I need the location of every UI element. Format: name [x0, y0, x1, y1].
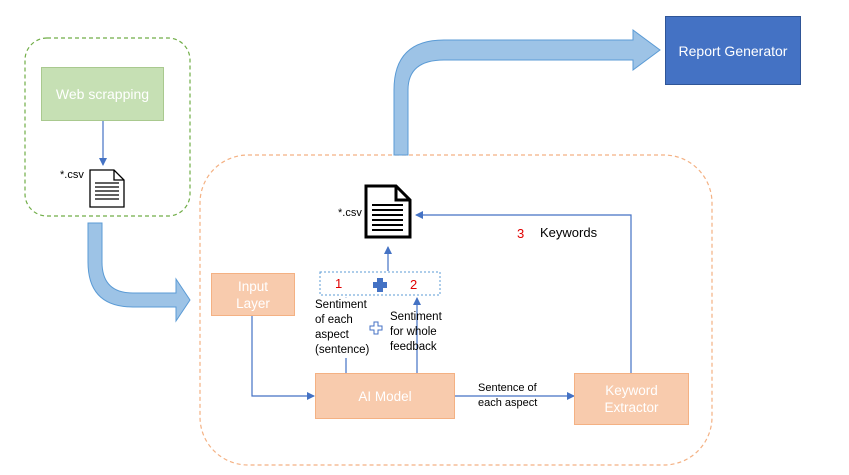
report-generator-node: Report Generator: [665, 16, 801, 85]
input-layer-label: Input Layer: [236, 278, 270, 311]
csv-label-center: *.csv: [338, 207, 362, 219]
keywords-label: Keywords: [540, 225, 598, 240]
sentiment-aspect-label: Sentiment of each aspect (sentence): [315, 298, 370, 358]
ai-model-label: AI Model: [358, 388, 412, 404]
plus-icon: [373, 278, 387, 292]
input-layer-node: Input Layer: [211, 273, 295, 316]
step-number-2: 2: [410, 277, 418, 292]
sentiment-combination-box: [319, 271, 441, 296]
small-plus-icon: [369, 321, 383, 335]
csv-label-left: *.csv: [60, 169, 84, 181]
csv-document-icon-left: [89, 169, 125, 208]
ai-model-node: AI Model: [315, 373, 455, 419]
keyword-extractor-label: Keyword Extractor: [604, 383, 659, 415]
step-number-1: 1: [335, 276, 343, 291]
pipeline-container: [199, 154, 713, 466]
connector-input-to-model: [251, 316, 315, 400]
keyword-extractor-node: Keyword Extractor: [574, 373, 689, 425]
scraping-container: [24, 37, 191, 217]
report-generator-label: Report Generator: [678, 42, 788, 59]
web-scrapping-node: Web scrapping: [41, 67, 164, 121]
connector-extractor-to-csv: [415, 211, 632, 373]
sentiment-whole-label: Sentiment for whole feedback: [390, 311, 442, 353]
step-number-3: 3: [517, 226, 525, 241]
sentence-each-aspect-label: Sentence of each aspect: [478, 382, 538, 409]
flow-arrow-to-report: [393, 29, 661, 156]
web-scrapping-label: Web scrapping: [55, 86, 150, 102]
csv-document-icon-center: [364, 184, 412, 239]
flow-arrow-to-pipeline: [87, 222, 191, 323]
